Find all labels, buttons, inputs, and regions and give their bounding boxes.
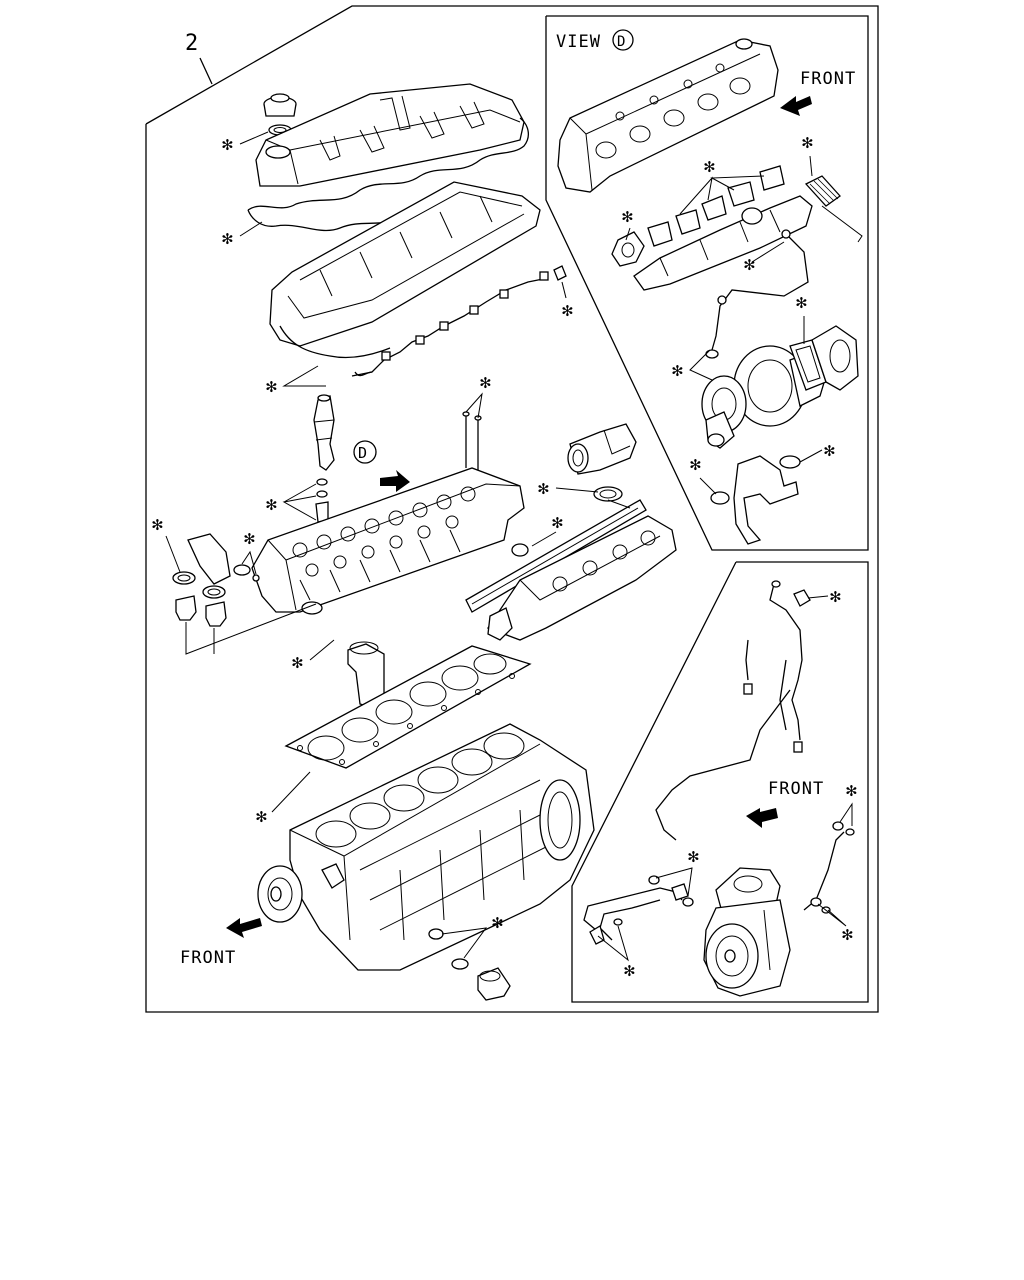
front-label-view-d: FRONT [800,69,856,89]
cylinder-block [257,723,595,971]
front-label-main: FRONT [180,948,236,968]
thermostat-housing [172,533,260,627]
asterisk-marker: ✻ [802,132,813,153]
cam-carrier-frame [269,181,541,359]
callout-number: 2 [185,31,198,56]
asterisk-marker: ✻ [552,512,563,533]
oil-pressure-sensor [428,928,511,1001]
asterisk-marker: ✻ [222,228,233,249]
turbo-flange-gasket [804,175,841,207]
cylinder-head-gasket [284,645,532,769]
front-arrow-fuel-pump [746,808,778,828]
asterisk-callouts: ✻ ✻ ✻ ✻ ✻ ✻ ✻ ✻ ✻ ✻ ✻ ✻ ✻ ✻ ✻ ✻ [152,131,863,981]
asterisk-marker: ✻ [152,514,163,535]
turbo-outlet-elbow [789,325,859,391]
asterisk-marker: ✻ [492,912,503,933]
turbo-oil-feed-pipe [705,229,809,359]
fuel-injection-pump [703,867,791,997]
fuel-leak-off-pipe [655,580,811,841]
asterisk-marker: ✻ [292,652,303,673]
asterisk-marker: ✻ [846,780,857,801]
head-cover [255,83,525,187]
exhaust-port-gaskets [611,165,785,267]
view-d-marker-letter: D [358,444,367,462]
water-outlet-pipe [347,641,385,709]
asterisk-marker: ✻ [688,846,699,867]
fuel-feed-pipe-left [583,875,694,945]
view-d-inset-frame [545,15,869,551]
cylinder-head [251,467,525,615]
asterisk-marker: ✻ [672,360,683,381]
asterisk-marker: ✻ [222,134,233,155]
asterisk-marker: ✻ [624,960,635,981]
asterisk-marker: ✻ [744,254,755,275]
asterisk-marker: ✻ [480,372,491,393]
asterisk-marker: ✻ [256,806,267,827]
asterisk-marker: ✻ [266,376,277,397]
asterisk-marker: ✻ [244,528,255,549]
front-arrow-main [226,918,262,938]
fuel-feed-pipe-right [803,821,855,914]
front-label-fuel-pump: FRONT [768,779,824,799]
asterisk-marker: ✻ [842,924,853,945]
asterisk-marker: ✻ [622,206,633,227]
intake-manifold [487,515,677,641]
view-label: VIEW [556,32,601,52]
kit-outline-frame [145,5,879,1013]
view-d-direction-arrow [380,470,410,492]
asterisk-marker: ✻ [704,156,715,177]
view-d-marker-main: D [353,440,377,464]
view-d-marker-inset: D [612,29,634,51]
front-arrow-view-d [780,96,812,116]
fuel-pump-inset-frame [571,561,869,1003]
asterisk-marker: ✻ [266,494,277,515]
turbo-oil-drain-pipe [710,455,801,545]
asterisk-marker: ✻ [690,454,701,475]
asterisk-marker: ✻ [824,440,835,461]
exhaust-manifold [633,195,813,291]
intake-manifold-gasket [465,499,647,613]
egr-cooler-connector [567,423,637,502]
cylinder-head-exhaust-side [557,38,779,193]
asterisk-marker: ✻ [562,300,573,321]
asterisk-marker: ✻ [796,292,807,313]
injector-harness [351,265,567,377]
cylinder-head-studs [462,411,482,470]
turbocharger [701,345,827,449]
asterisk-marker: ✻ [538,478,549,499]
view-d-marker-inset-letter: D [617,34,625,50]
asterisk-marker: ✻ [830,586,841,607]
fuel-injector [313,394,335,523]
